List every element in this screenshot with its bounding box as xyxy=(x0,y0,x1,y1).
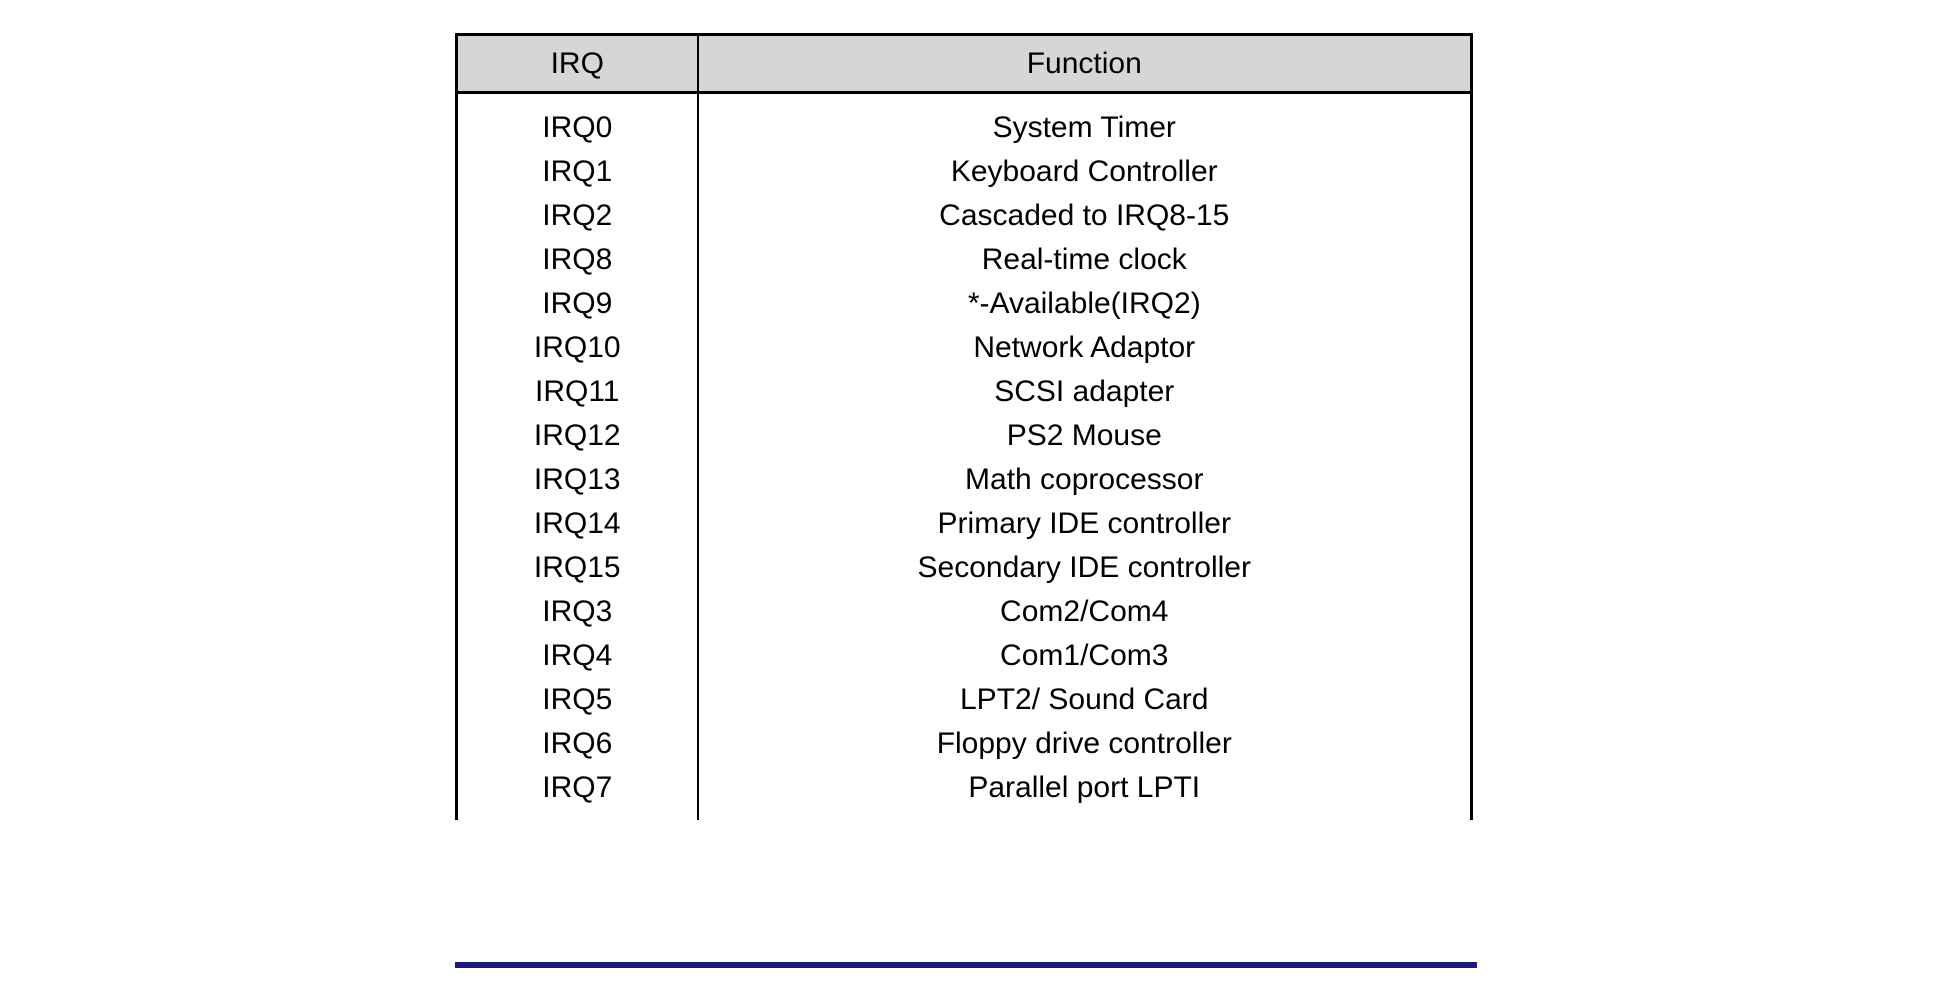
cell-function: Parallel port LPTI xyxy=(697,766,1473,820)
cell-irq: IRQ10 xyxy=(455,326,699,370)
table-bottom-rule xyxy=(455,962,1477,968)
table-header: IRQ Function xyxy=(455,33,1473,94)
column-header-function: Function xyxy=(697,33,1473,94)
cell-irq: IRQ0 xyxy=(455,92,699,150)
cell-function: Floppy drive controller xyxy=(697,722,1473,766)
cell-function: *-Available(IRQ2) xyxy=(697,282,1473,326)
cell-function: System Timer xyxy=(697,92,1473,150)
cell-function: LPT2/ Sound Card xyxy=(697,678,1473,722)
cell-function: PS2 Mouse xyxy=(697,414,1473,458)
table-header-row: IRQ Function xyxy=(455,33,1473,94)
cell-function: Keyboard Controller xyxy=(697,150,1473,194)
cell-function: Network Adaptor xyxy=(697,326,1473,370)
cell-irq: IRQ8 xyxy=(455,238,699,282)
cell-irq: IRQ2 xyxy=(455,194,699,238)
cell-function: Math coprocessor xyxy=(697,458,1473,502)
cell-function: Secondary IDE controller xyxy=(697,546,1473,590)
cell-irq: IRQ14 xyxy=(455,502,699,546)
cell-irq: IRQ1 xyxy=(455,150,699,194)
cell-irq: IRQ7 xyxy=(455,766,699,820)
cell-function: Com1/Com3 xyxy=(697,634,1473,678)
cell-irq: IRQ5 xyxy=(455,678,699,722)
cell-irq: IRQ6 xyxy=(455,722,699,766)
cell-irq: IRQ15 xyxy=(455,546,699,590)
cell-irq: IRQ11 xyxy=(455,370,699,414)
cell-function: SCSI adapter xyxy=(697,370,1473,414)
column-header-irq: IRQ xyxy=(455,33,699,94)
cell-irq: IRQ13 xyxy=(455,458,699,502)
cell-irq: IRQ3 xyxy=(455,590,699,634)
table-row: IRQ9*-Available(IRQ2) xyxy=(455,282,1473,326)
cell-function: Cascaded to IRQ8-15 xyxy=(697,194,1473,238)
cell-irq: IRQ12 xyxy=(455,414,699,458)
cell-function: Real-time clock xyxy=(697,238,1473,282)
cell-function: Primary IDE controller xyxy=(697,502,1473,546)
cell-irq: IRQ9 xyxy=(455,282,699,326)
cell-function: Com2/Com4 xyxy=(697,590,1473,634)
cell-irq: IRQ4 xyxy=(455,634,699,678)
